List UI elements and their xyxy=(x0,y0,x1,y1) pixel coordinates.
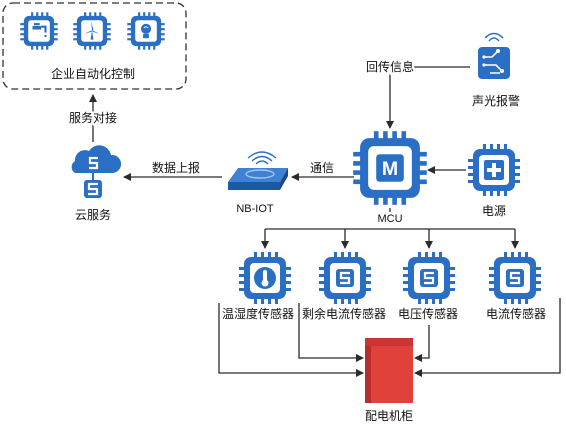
power-label: 电源 xyxy=(482,204,506,218)
edge-data-report-label: 数据上报 xyxy=(152,160,200,175)
temp-humidity-sensor-label: 温湿度传感器 xyxy=(222,306,294,321)
edge-feedback-info-label: 回传信息 xyxy=(366,59,414,74)
edge-service-docking-label: 服务对接 xyxy=(69,110,117,125)
cloud-service-label: 云服务 xyxy=(75,207,111,222)
faucet-icon xyxy=(20,12,58,50)
residual-current-sensor-label: 剩余电流传感器 xyxy=(302,306,386,321)
edge-feedback-info xyxy=(386,66,470,129)
current-sensor-icon xyxy=(489,252,541,304)
edge-communication-label: 通信 xyxy=(310,161,334,175)
nb-iot-label: NB-IOT xyxy=(236,203,274,215)
enterprise-automation-label: 企业自动化控制 xyxy=(51,66,135,81)
thermometer-chip-icon xyxy=(239,252,291,304)
mcu-glyph: M xyxy=(382,158,398,180)
lightbulb-icon xyxy=(127,12,165,50)
edge-current-to-cabinet xyxy=(414,298,561,377)
alarm-circuit-icon xyxy=(478,32,510,79)
residual-current-sensor-icon xyxy=(319,252,371,304)
mcu-chip-icon: M xyxy=(353,131,427,205)
power-chip-icon xyxy=(468,144,520,196)
edge-temp-to-cabinet xyxy=(218,303,364,377)
cloud-icon xyxy=(71,145,122,200)
wind-turbine-icon xyxy=(73,12,111,50)
alarm-label: 声光报警 xyxy=(472,93,520,108)
edge-residual-to-cabinet xyxy=(298,303,364,362)
cabinet-icon xyxy=(365,338,413,403)
router-icon xyxy=(228,151,288,190)
edge-voltage-to-cabinet xyxy=(414,325,430,362)
current-sensor-label: 电流传感器 xyxy=(486,306,546,321)
enterprise-automation-group xyxy=(2,2,187,90)
distribution-cabinet-label: 配电机柜 xyxy=(365,409,413,423)
voltage-sensor-label: 电压传感器 xyxy=(398,306,458,321)
voltage-sensor-icon xyxy=(403,252,455,304)
mcu-label: MCU xyxy=(377,213,402,225)
